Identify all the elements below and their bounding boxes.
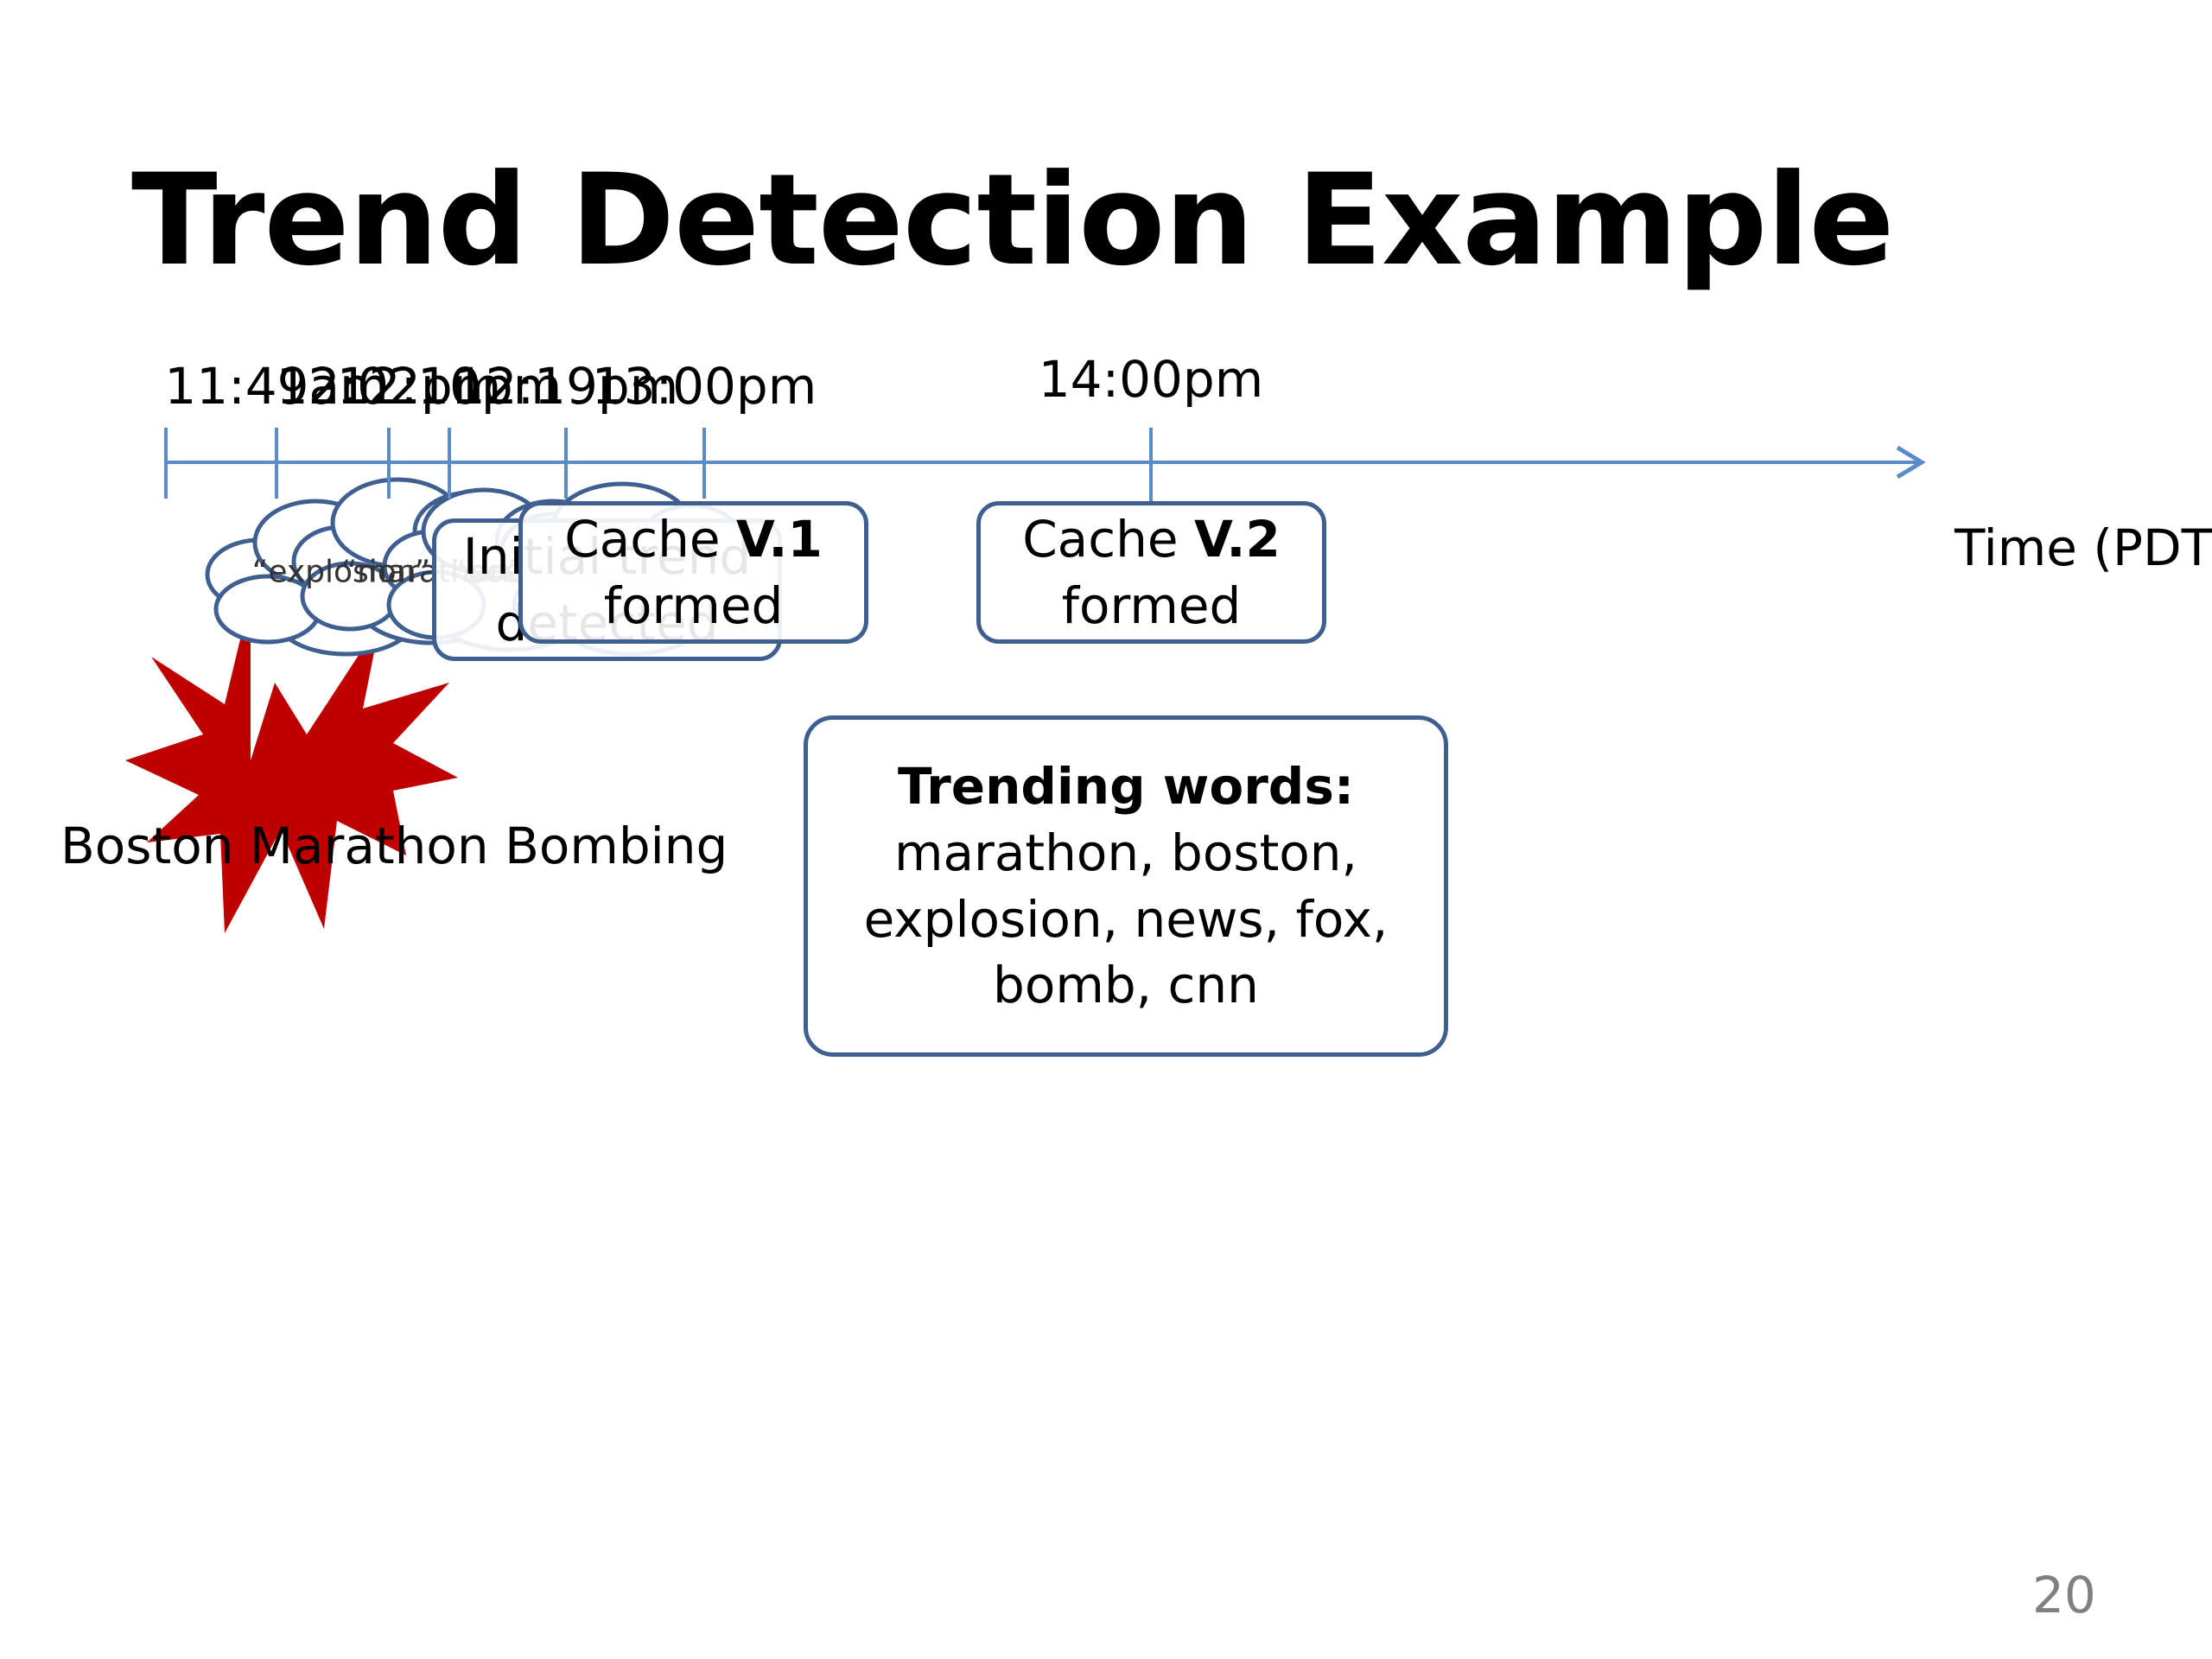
cache-v2-version: V.2 [1194, 509, 1281, 569]
cache-v2-box: Cache V.2 formed [976, 501, 1326, 644]
event-label: Boston Marathon Bombing [60, 817, 728, 875]
tick-label-3: 12:19pm [453, 357, 679, 416]
tick-label-1: 12:02pm [276, 357, 502, 416]
cache-v1-version: V.1 [736, 509, 823, 569]
trending-words-box: Trending words: marathon, boston, explos… [804, 715, 1448, 1057]
cache-v2-line2: formed [1061, 575, 1242, 635]
tick-label-4: 13:00pm [591, 357, 817, 416]
slide-title: Trend Detection Example [131, 147, 1894, 294]
axis-arrow-icon [1896, 445, 1926, 480]
cache-v1-box: Cache V.1 formed [518, 501, 868, 644]
axis-label: Time (PDT) [1955, 518, 2212, 577]
tick-label-0: 11:49am [164, 357, 389, 416]
cache-v1-line2: formed [603, 575, 784, 635]
time-axis [164, 428, 1926, 501]
cache-v1-plain: Cache [564, 509, 736, 569]
cache-v1-line1: Cache V.1 [564, 506, 823, 573]
explosion-starburst-icon [125, 596, 458, 933]
cache-v2-plain: Cache [1022, 509, 1194, 569]
cache-v2-line1: Cache V.2 [1022, 506, 1281, 573]
trending-words-line-3: bomb, cnn [993, 956, 1259, 1015]
cloud-text-0: “explosion” [251, 554, 431, 590]
page-number: 20 [2032, 1566, 2096, 1624]
tick-label-2: 12:10pm [336, 357, 563, 416]
trending-words-heading: Trending words: [897, 757, 1355, 817]
tick-label-5: 14:00pm [1038, 350, 1264, 409]
trending-words-line-2: explosion, news, fox, [863, 889, 1389, 949]
trending-words-line-1: marathon, boston, [894, 823, 1357, 882]
